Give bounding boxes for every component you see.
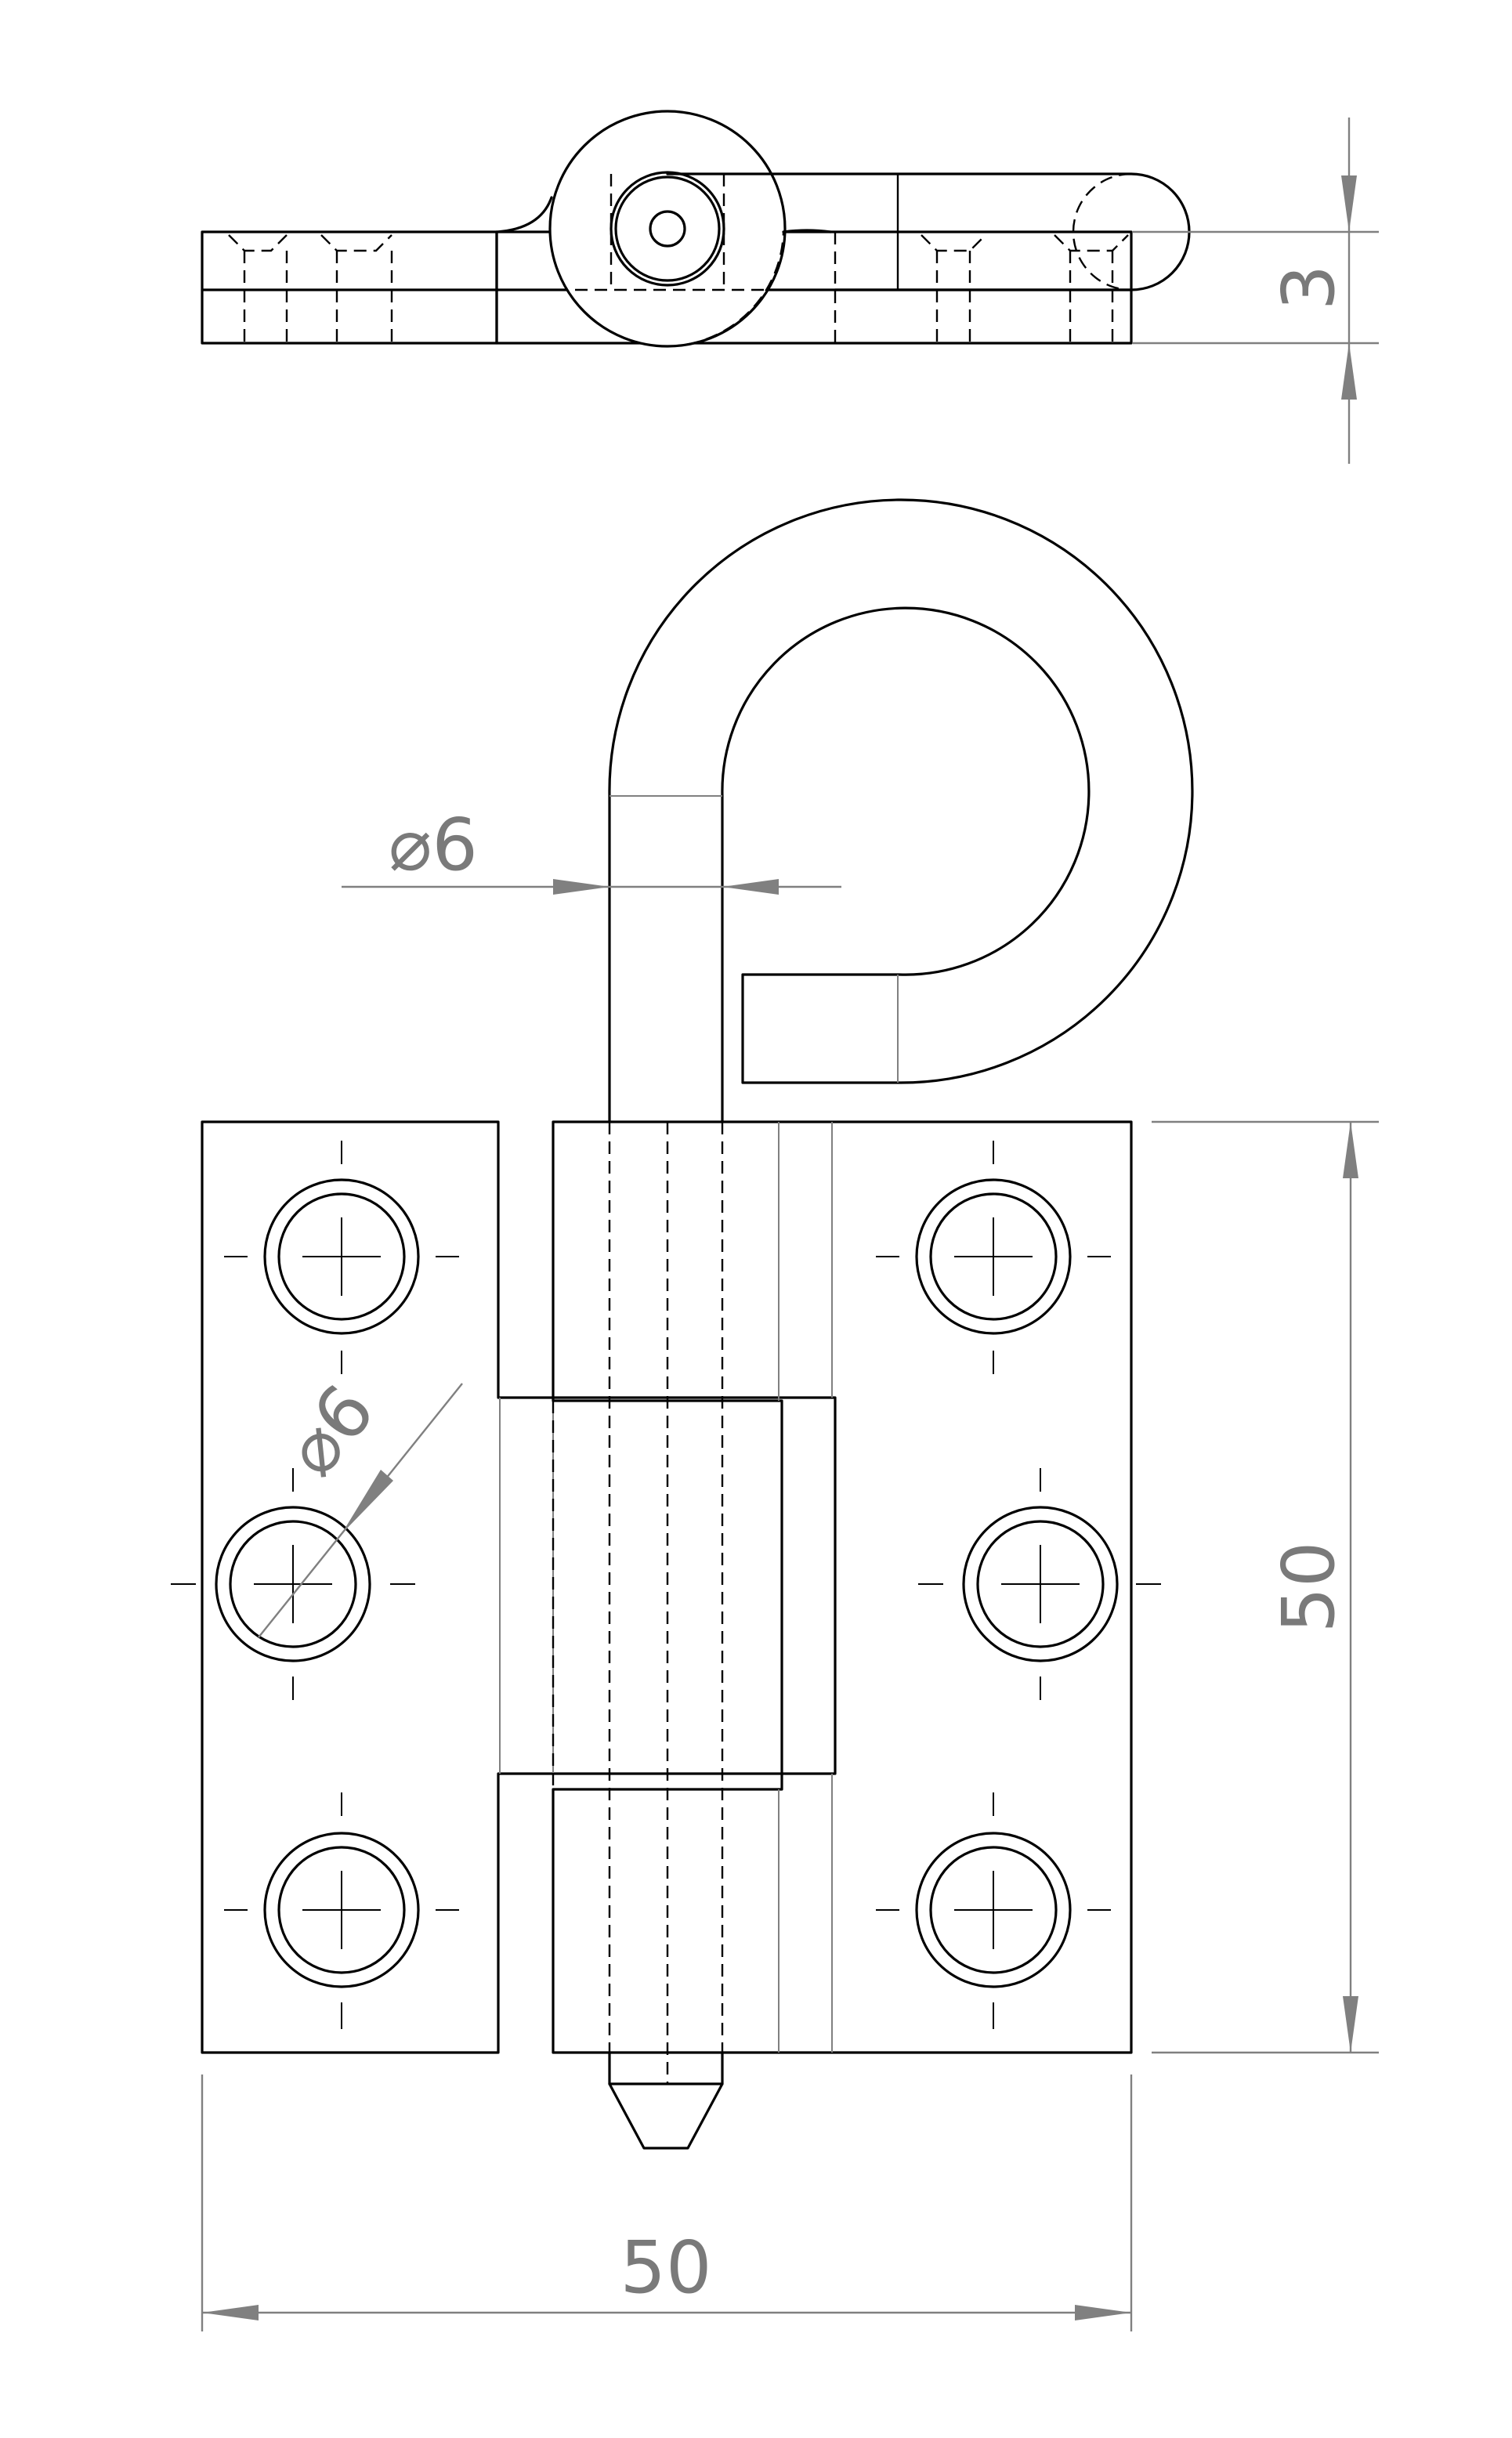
front-view: ⌀6 xyxy=(171,498,1379,2331)
screw-hole-left-top xyxy=(224,1141,459,1374)
thickness-label: 3 xyxy=(1267,265,1351,311)
screw-hole-left-bottom xyxy=(224,1792,459,2029)
screw-hole-left-mid xyxy=(171,1468,415,1700)
top-view: 3 xyxy=(201,110,1379,464)
top-right-leaf xyxy=(495,230,1133,345)
hook-diameter-label: ⌀6 xyxy=(389,803,478,887)
top-knuckle xyxy=(548,110,787,348)
hook xyxy=(608,498,1194,1123)
width-label: 50 xyxy=(620,2226,711,2310)
screw-hole-right-bottom xyxy=(876,1792,1111,2029)
hook-diameter-dimension: ⌀6 xyxy=(342,803,841,895)
height-label: 50 xyxy=(1267,1541,1351,1633)
width-dimension: 50 xyxy=(201,2074,1133,2331)
screw-hole-right-mid xyxy=(918,1468,1161,1700)
screw-hole-diameter-label: ⌀6 xyxy=(269,1369,391,1492)
top-pin xyxy=(610,171,725,287)
top-left-leaf xyxy=(201,230,498,345)
screw-hole-diameter-dimension: ⌀6 xyxy=(258,1369,463,1638)
left-leaf xyxy=(201,1120,837,2054)
thickness-dimension: 3 xyxy=(1133,118,1379,464)
height-dimension: 50 xyxy=(1152,1120,1379,2054)
screw-hole-right-top xyxy=(876,1141,1111,1374)
right-leaf xyxy=(552,1120,1133,2054)
pin-tip xyxy=(608,2082,724,2150)
